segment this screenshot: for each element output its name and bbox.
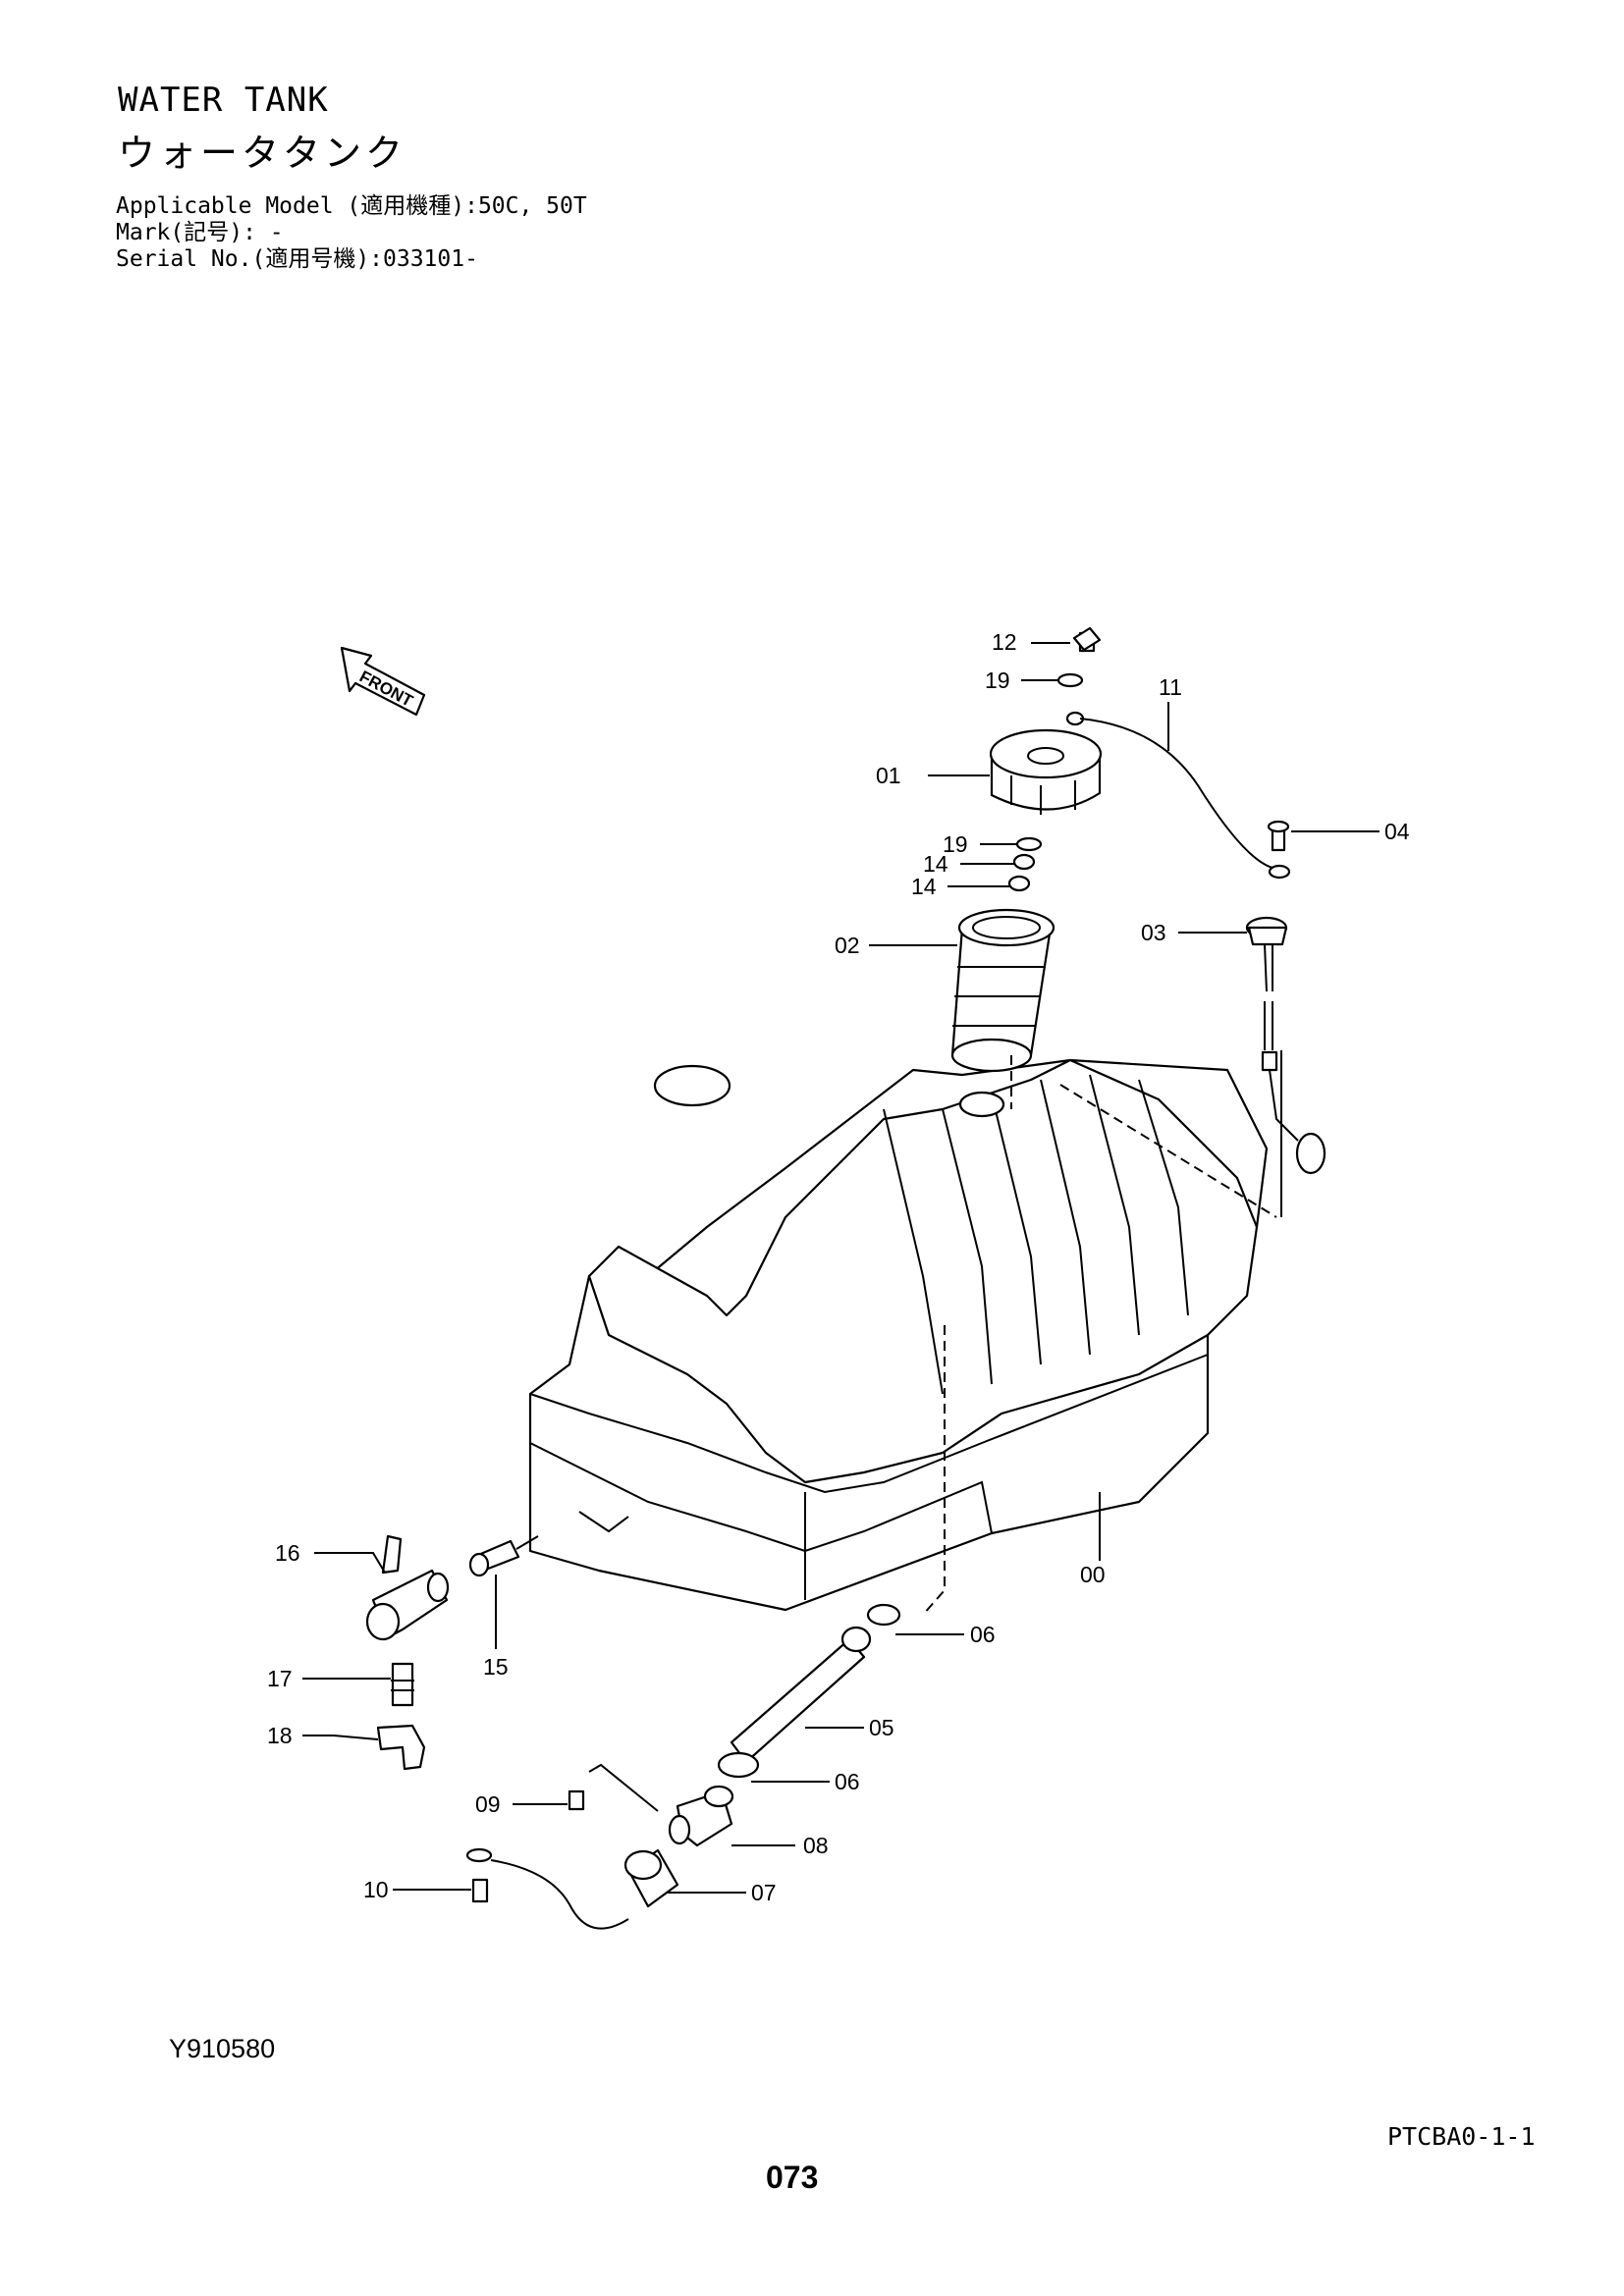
front-arrow-icon: FRONT xyxy=(340,646,426,717)
callout-14-upper: 14 xyxy=(923,851,948,877)
page-title-japanese: ウォータタンク xyxy=(118,132,407,175)
callout-09: 09 xyxy=(475,1791,501,1817)
sheet-code: PTCBA0-1-1 xyxy=(1387,2122,1536,2151)
callout-02: 02 xyxy=(835,933,860,958)
callout-08: 08 xyxy=(803,1833,829,1858)
callout-19-upper: 19 xyxy=(985,667,1010,693)
drain-fitting xyxy=(468,1535,539,1577)
callout-15: 15 xyxy=(483,1654,509,1680)
callout-12: 12 xyxy=(992,629,1017,655)
callout-03: 03 xyxy=(1141,920,1166,945)
callout-11: 11 xyxy=(1159,674,1182,700)
assembly-guide-lines xyxy=(922,1055,1277,1616)
callout-16: 16 xyxy=(275,1540,300,1566)
water-tank-body xyxy=(528,1058,1269,1612)
applicable-model: Applicable Model (適用機種):50C, 50T xyxy=(116,193,587,219)
callout-17: 17 xyxy=(267,1666,293,1691)
page-number: 073 xyxy=(766,2160,819,2195)
callout-14-lower: 14 xyxy=(911,874,937,899)
callout-04: 04 xyxy=(1384,819,1410,844)
mark-code: Mark(記号): - xyxy=(116,220,284,245)
leader-lines xyxy=(302,642,1380,1894)
callout-06-lower: 06 xyxy=(835,1769,860,1794)
callout-07: 07 xyxy=(751,1880,777,1905)
drain-cap xyxy=(465,1847,679,1930)
page-title: WATER TANK xyxy=(118,80,329,120)
callout-06-upper: 06 xyxy=(970,1622,996,1647)
cap-strap xyxy=(1079,718,1277,870)
callout-19-lower: 19 xyxy=(943,831,968,857)
nipple-and-elbow xyxy=(376,1662,426,1771)
callout-10: 10 xyxy=(363,1877,389,1902)
drain-cock xyxy=(568,1763,734,1847)
drain-hose xyxy=(717,1603,901,1779)
serial-number: Serial No.(適用号機):033101- xyxy=(116,246,478,272)
figure-code: Y910580 xyxy=(169,2034,276,2063)
small-fasteners xyxy=(1007,626,1102,892)
callout-01: 01 xyxy=(876,763,901,788)
filler-neck xyxy=(950,908,1056,1073)
tank-cap xyxy=(989,728,1103,815)
level-sensor xyxy=(1245,820,1326,1217)
callout-05: 05 xyxy=(869,1715,894,1740)
callout-18: 18 xyxy=(267,1723,293,1748)
drain-valve xyxy=(365,1534,450,1641)
callout-00: 00 xyxy=(1080,1562,1106,1587)
